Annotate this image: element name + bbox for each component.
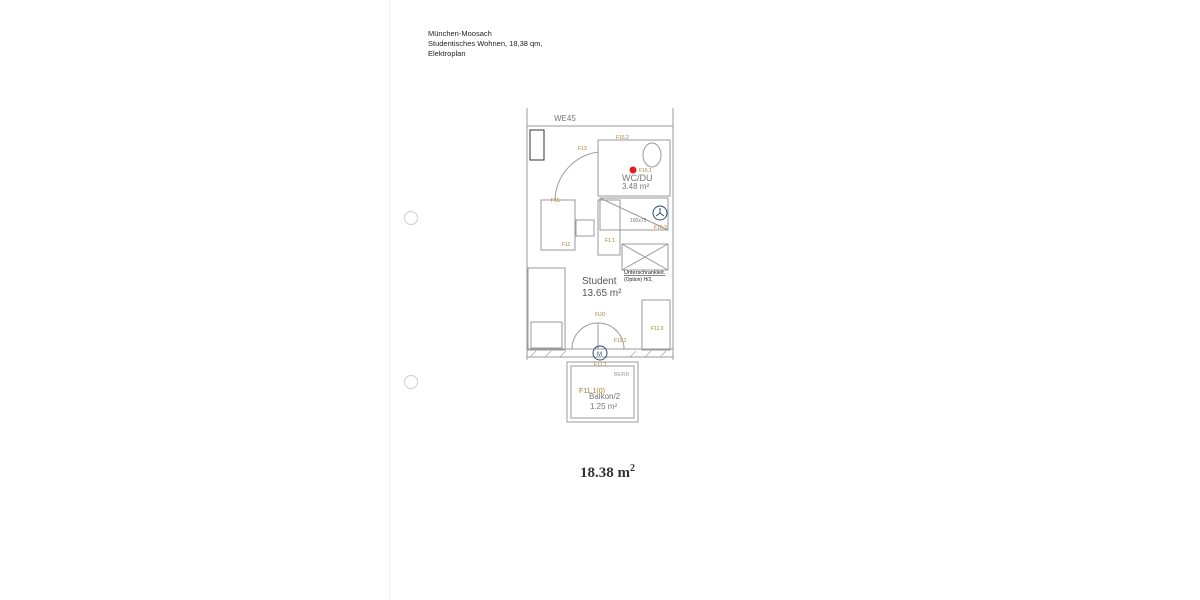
door-swing <box>571 322 599 350</box>
balcony-area: 1.25 m² <box>590 402 617 411</box>
bathroom-area: 3.48 m² <box>622 182 649 191</box>
shower-outline <box>599 197 669 231</box>
fan-icon <box>652 205 668 221</box>
description: Studentisches Wohnen, 18,38 qm, <box>428 39 543 48</box>
circuit-label: F17.1 <box>594 362 607 368</box>
circuit-label: BE/RR <box>614 372 630 378</box>
balcony-name: Balkon/2 <box>589 392 621 401</box>
plan-type: Elektroplan <box>428 49 466 58</box>
circuit-label: F16.3 <box>654 225 667 231</box>
hob <box>575 219 595 237</box>
svg-text:M: M <box>597 352 602 358</box>
room-name: Student <box>582 276 617 287</box>
cabinet-label: Unterschrankleit. <box>624 270 666 276</box>
total-area-unit-exponent: 2 <box>630 463 635 474</box>
balcony-code: F11.1(0) <box>579 388 605 395</box>
meter-icon: M <box>592 345 608 361</box>
bathroom-name: WC/DU <box>622 173 653 183</box>
circuit-label: F16.2 <box>616 135 629 141</box>
room-area: 13.65 m² <box>582 288 622 299</box>
bed <box>527 267 566 351</box>
wardrobe <box>621 243 669 271</box>
location: München-Moosach <box>428 29 492 38</box>
total-area-value: 18.38 m <box>580 465 630 481</box>
document-header: München-Moosach Studentisches Wohnen, 18… <box>428 29 543 59</box>
cabinet-option: (Option) H/2, <box>624 277 653 283</box>
circuit-label: F11 <box>562 242 570 248</box>
wall-bottom <box>526 348 674 358</box>
circuit-label: F11.0 <box>651 326 664 332</box>
toilet <box>642 142 662 168</box>
total-area: 18.38 m2 <box>580 463 635 482</box>
bathroom-outline <box>597 139 671 197</box>
unit-label: WE45 <box>554 114 576 123</box>
shower-size: 100x75 <box>630 218 647 224</box>
circuit-label: F11.1 <box>614 338 627 344</box>
circuit-label: F13 <box>578 146 587 152</box>
circuit-label: F15 <box>551 198 560 204</box>
circuit-label: FUO <box>595 312 606 318</box>
punch-hole <box>404 211 418 225</box>
marker-dot <box>629 166 637 174</box>
punch-hole <box>404 375 418 389</box>
page-edge <box>389 0 390 600</box>
circuit-label: F1.1 <box>605 238 615 244</box>
kitchen-block <box>540 199 576 251</box>
distribution-box <box>529 129 545 161</box>
kitchenette <box>597 199 621 256</box>
balcony-outline <box>566 361 639 423</box>
desk <box>641 299 671 351</box>
circuit-label: F16.1 <box>639 168 652 174</box>
